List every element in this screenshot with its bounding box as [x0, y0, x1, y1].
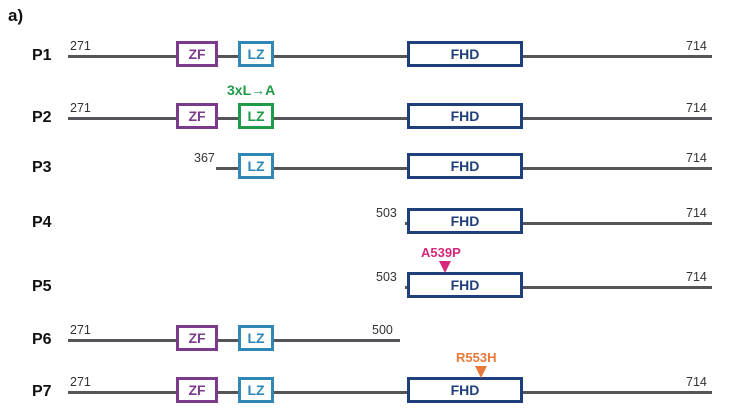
fhd-domain: FHD [407, 103, 523, 129]
row-label: P7 [32, 383, 52, 400]
zf-domain: ZF [176, 377, 218, 403]
row-label: P3 [32, 159, 52, 176]
end-residue: 500 [372, 323, 393, 337]
row-label: P1 [32, 47, 52, 64]
construct-row-p6: P6 271 500 ZF LZ [0, 320, 731, 360]
construct-row-p7: P7 271 714 ZF LZ FHD R553H [0, 350, 731, 412]
zf-domain: ZF [176, 103, 218, 129]
fhd-domain: FHD [407, 208, 523, 234]
row-label: P4 [32, 214, 52, 231]
start-residue: 271 [70, 323, 91, 337]
row-label: P2 [32, 109, 52, 126]
end-residue: 714 [686, 39, 707, 53]
start-residue: 271 [70, 101, 91, 115]
fhd-domain: FHD [407, 272, 523, 298]
backbone-line [405, 222, 712, 225]
backbone-line [68, 339, 400, 342]
lz-mutant-domain: LZ [238, 103, 274, 129]
backbone-line [68, 391, 712, 394]
mutation-marker-icon [475, 366, 487, 378]
construct-row-p1: P1 271 714 ZF LZ FHD [0, 36, 731, 76]
construct-row-p4: P4 503 714 FHD [0, 203, 731, 243]
start-residue: 271 [70, 375, 91, 389]
end-residue: 714 [686, 101, 707, 115]
backbone-line [68, 117, 712, 120]
row-label: P5 [32, 278, 52, 295]
construct-row-p5: P5 503 714 FHD A539P [0, 245, 731, 307]
end-residue: 714 [686, 270, 707, 284]
start-residue: 271 [70, 39, 91, 53]
end-residue: 714 [686, 206, 707, 220]
start-residue: 367 [194, 151, 215, 165]
backbone-line [405, 286, 712, 289]
fhd-domain: FHD [407, 377, 523, 403]
zf-domain: ZF [176, 325, 218, 351]
start-residue: 503 [376, 206, 397, 220]
zf-domain: ZF [176, 41, 218, 67]
lz-domain: LZ [238, 41, 274, 67]
construct-row-p3: P3 367 714 LZ FHD [0, 148, 731, 188]
mutation-label-r553h: R553H [456, 350, 497, 365]
fhd-domain: FHD [407, 153, 523, 179]
backbone-line [68, 55, 712, 58]
end-residue: 714 [686, 375, 707, 389]
lz-domain: LZ [238, 377, 274, 403]
construct-row-p2: P2 271 714 ZF LZ FHD 3xL→A [0, 82, 731, 138]
fhd-domain: FHD [407, 41, 523, 67]
mutation-label-3xl-a: 3xL→A [227, 82, 276, 98]
end-residue: 714 [686, 151, 707, 165]
panel-label: a) [8, 6, 24, 25]
start-residue: 503 [376, 270, 397, 284]
lz-domain: LZ [238, 153, 274, 179]
lz-domain: LZ [238, 325, 274, 351]
mutation-label-a539p: A539P [421, 245, 461, 260]
mutation-marker-icon [439, 261, 451, 273]
row-label: P6 [32, 331, 52, 348]
